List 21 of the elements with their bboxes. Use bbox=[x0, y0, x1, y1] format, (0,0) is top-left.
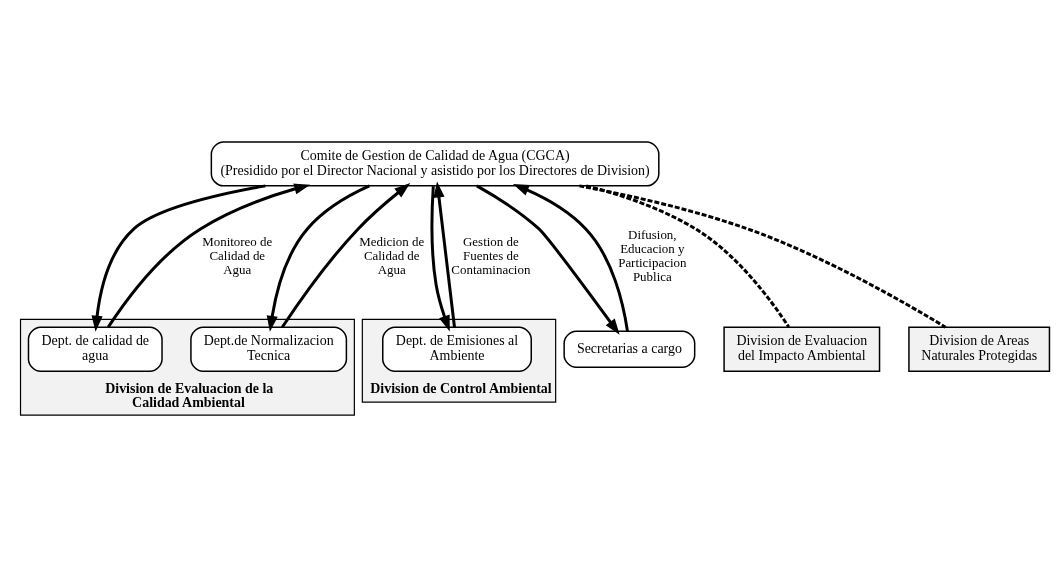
node-box: Dept. de calidad de agua bbox=[27, 326, 163, 372]
node-box: Division de Areas Naturales Protegidas bbox=[908, 326, 1051, 372]
node-box: Secretarias a cargo bbox=[563, 330, 696, 368]
connector bbox=[585, 183, 790, 328]
arrow bbox=[91, 183, 266, 332]
connector bbox=[579, 183, 947, 328]
arrow bbox=[107, 183, 311, 328]
edge-label: Difusion, Educacion y Participacion Publica bbox=[618, 226, 687, 284]
arrow bbox=[512, 183, 629, 331]
arrow bbox=[433, 180, 456, 327]
edge-label: Monitoreo de Calidad de Agua bbox=[202, 233, 273, 277]
edge-label: Gestion de Fuentes de Contaminacion bbox=[451, 233, 531, 277]
node-box: Dept. de Emisiones al Ambiente bbox=[382, 326, 532, 372]
edge-label: Medicion de Calidad de Agua bbox=[359, 233, 425, 277]
node-box: Division de Evaluacion del Impacto Ambiental bbox=[723, 326, 881, 372]
arrow bbox=[430, 185, 450, 331]
arrow bbox=[476, 184, 620, 335]
arrow bbox=[280, 182, 411, 328]
node-box: Comite de Gestion de Calidad de Agua (CGCA) (Presidido por el Director Nacional y asistido por los Directores de Division) bbox=[210, 140, 660, 187]
node-box: Dept.de Normalizacion Tecnica bbox=[190, 326, 348, 372]
arrow bbox=[266, 184, 370, 332]
